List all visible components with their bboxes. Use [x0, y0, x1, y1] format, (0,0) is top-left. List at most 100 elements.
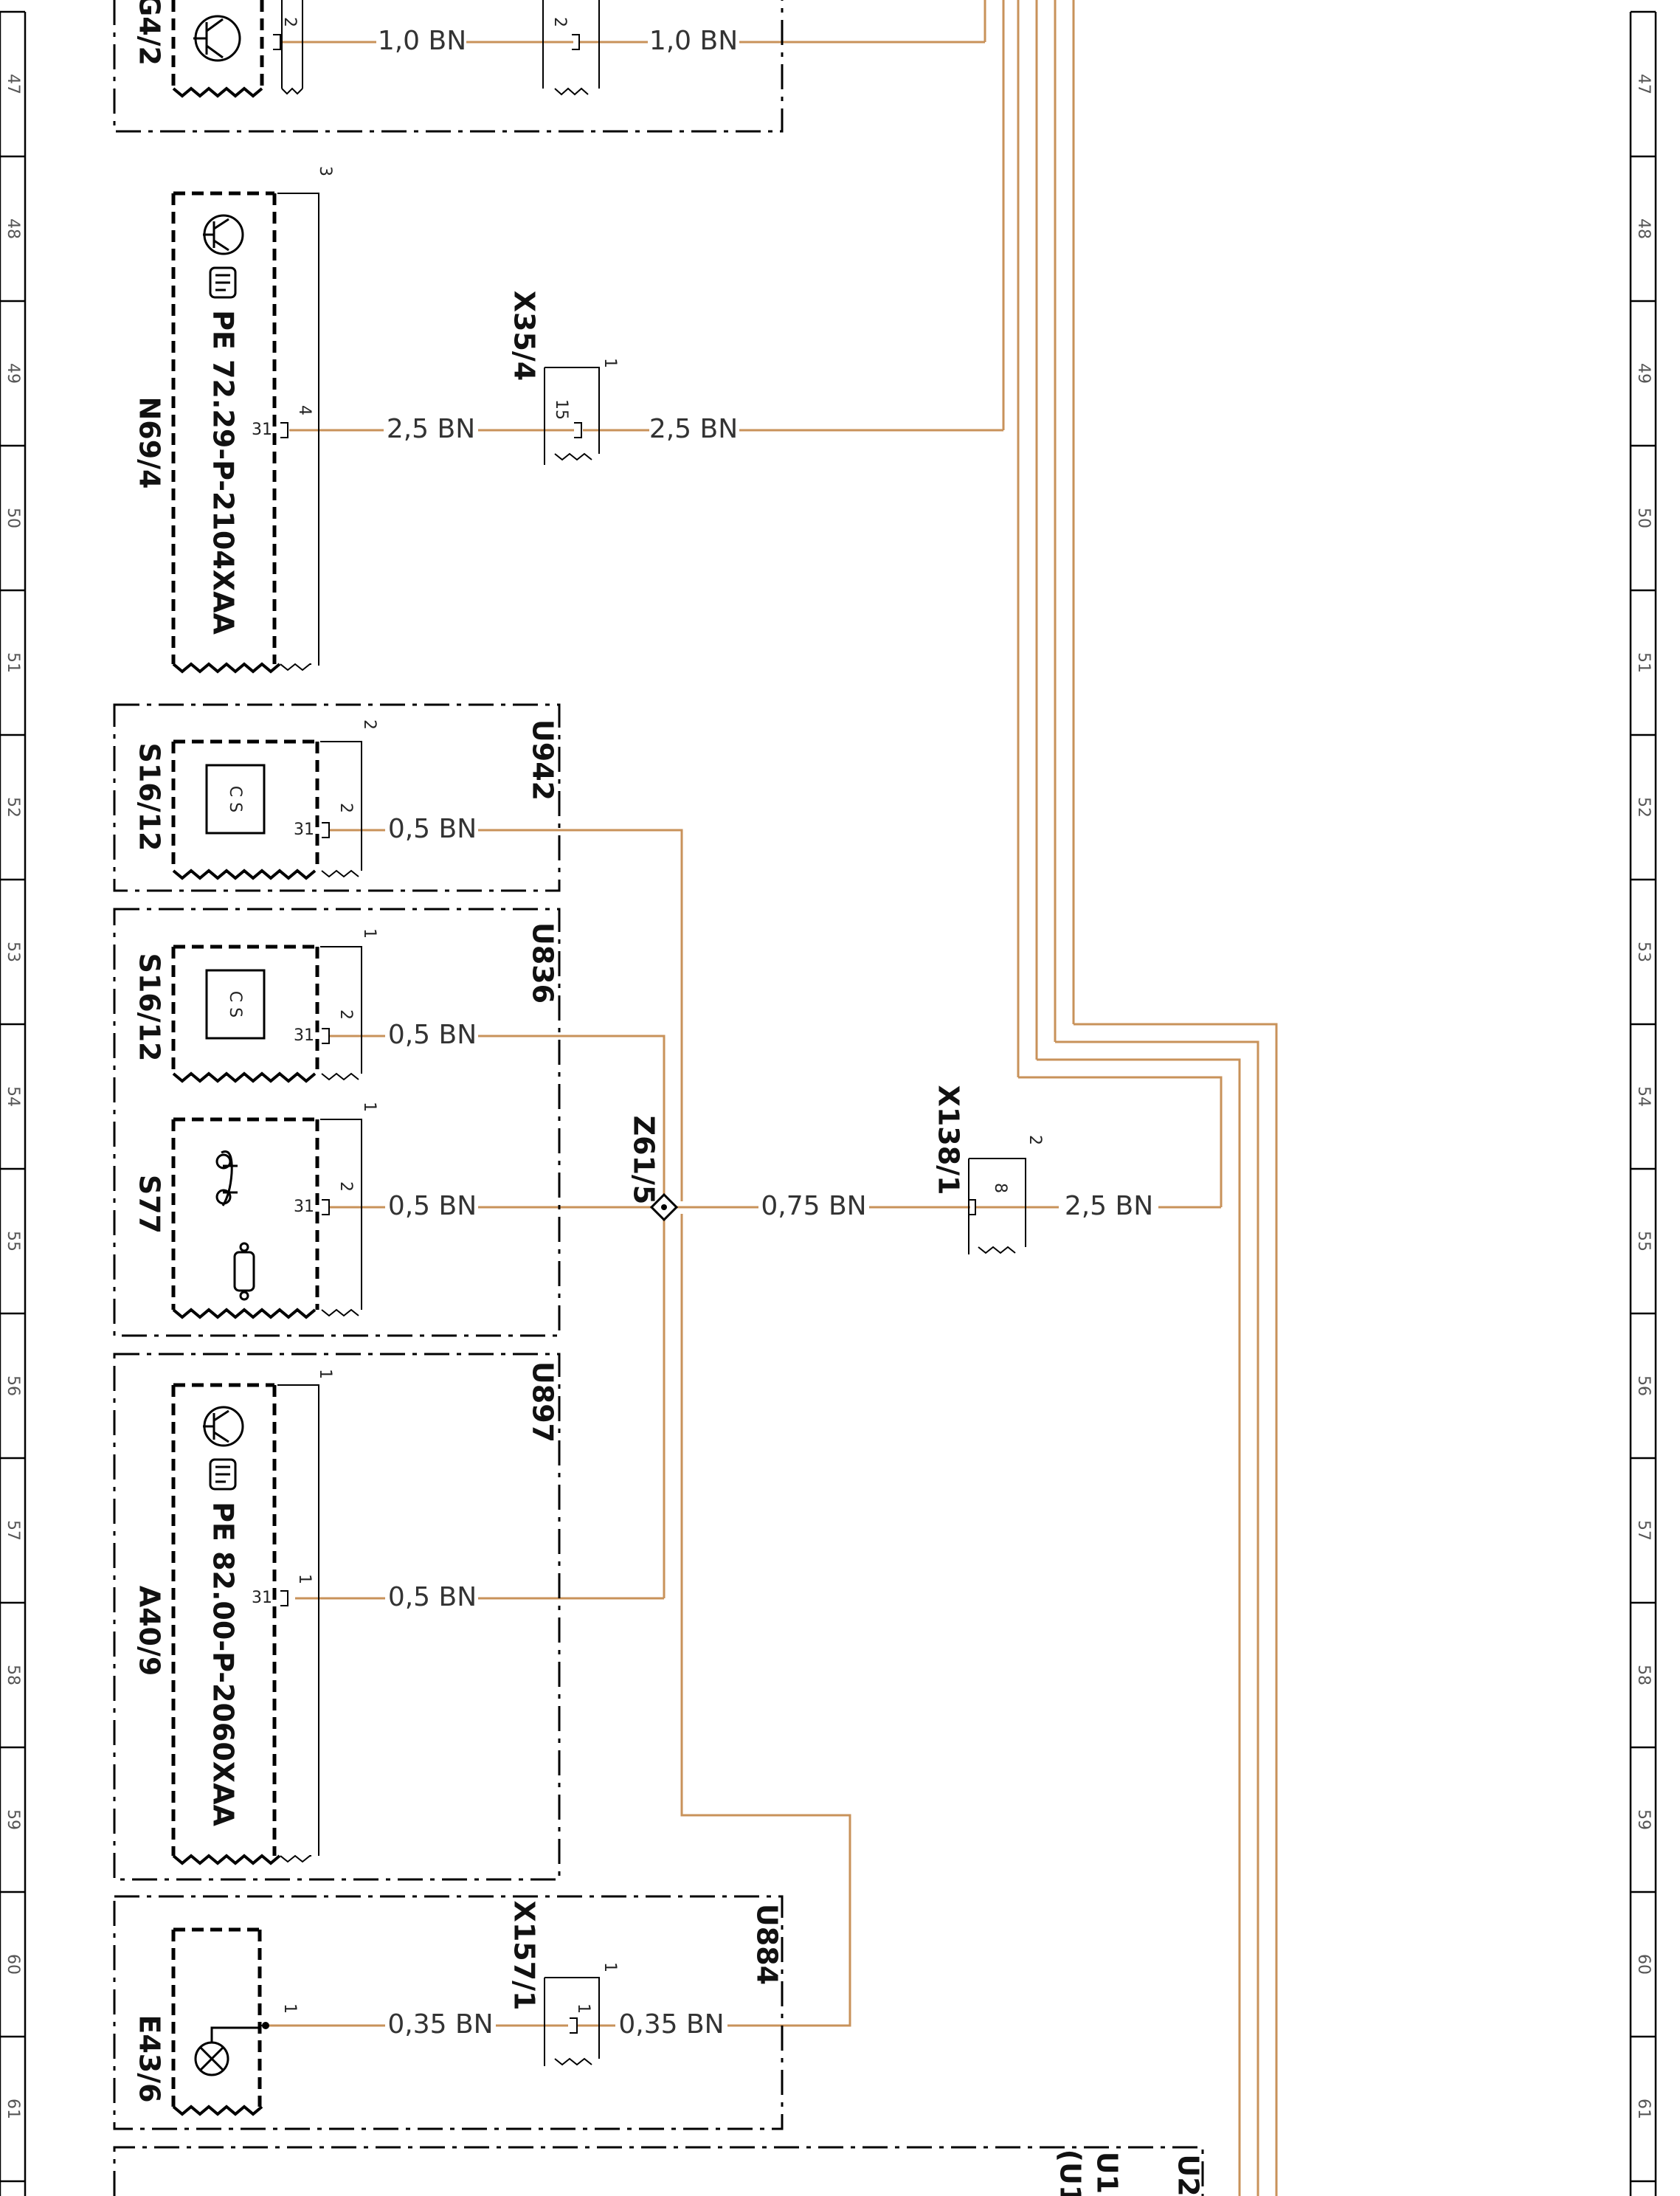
splice-z61-5 — [649, 1192, 679, 1222]
module-ref-u836: U836 — [527, 922, 559, 1004]
pin-number: 1 — [360, 928, 378, 939]
pin-number: 2 — [336, 1009, 355, 1020]
switch-symbol-box — [205, 969, 266, 1040]
car-icon — [215, 1150, 238, 1206]
pin-number: 1 — [280, 2003, 299, 2014]
grid-row-label: 50 — [4, 508, 22, 528]
component-ref-g4-2: G4/2 — [134, 0, 166, 66]
component-ref-s16-12: S16/12 — [134, 953, 166, 1061]
grid-row-label: 61 — [1634, 2099, 1653, 2119]
grid-row-label: 56 — [1634, 1375, 1653, 1396]
transistor-icon — [193, 15, 241, 62]
pin-number: 2 — [550, 17, 569, 27]
pin-number: 2 — [336, 1181, 355, 1192]
pin-number: 3 — [316, 166, 334, 176]
component-ref-s16-12: S16/12 — [134, 742, 166, 851]
component-ref-a40-9: A40/9 — [134, 1586, 166, 1677]
wire-label: 0,5 BN — [388, 1020, 477, 1050]
pin-number: 1 — [360, 1102, 378, 1112]
circuit-wires — [266, 41, 1221, 2027]
wire-label: 0,5 BN — [388, 1191, 477, 1221]
pin-number: 1 — [316, 1369, 334, 1379]
transistor-icon — [203, 1406, 244, 1447]
hand-pointer-icon — [209, 1458, 237, 1491]
grid-row-label: 47 — [1634, 74, 1653, 94]
pin-contacts — [273, 34, 976, 2034]
grid-row-label: 57 — [4, 1520, 22, 1541]
grid-row-label: 48 — [1634, 218, 1653, 239]
wire-label: 2,5 BN — [387, 414, 475, 444]
grid-row-label: 57 — [1634, 1520, 1653, 1541]
grid-row-label: 52 — [4, 797, 22, 818]
component-boxes — [171, 0, 319, 2107]
wire-bundle — [984, 0, 1278, 2196]
grid-row-label: 53 — [4, 942, 22, 962]
switch-label: C S — [226, 786, 244, 812]
pin-number: 1 — [601, 1962, 619, 1972]
connector-ref-x138-1: X138/1 — [933, 1085, 965, 1195]
hand-pointer-icon — [209, 266, 237, 299]
grid-row-label: 58 — [4, 1665, 22, 1685]
grid-row-label: 54 — [1634, 1086, 1653, 1107]
transistor-icon — [203, 214, 244, 255]
grid-ruler-left — [0, 12, 27, 2196]
pin-number: 8 — [991, 1183, 1009, 1193]
grid-row-label: 47 — [4, 74, 22, 94]
pin-number: 2 — [280, 17, 299, 27]
lamp-icon — [194, 2026, 260, 2076]
connector-wave-edges — [172, 86, 1016, 2116]
document-reference: PE 72.29-P-2104XAA — [207, 310, 240, 635]
grid-row-label: 48 — [4, 218, 22, 239]
wire-label: 2,5 BN — [649, 414, 738, 444]
grid-row-label: 56 — [4, 1375, 22, 1396]
grid-row-label: 49 — [1634, 363, 1653, 384]
pin-number: 31 — [252, 1589, 272, 1607]
pin-number: 31 — [294, 1198, 314, 1216]
grid-row-label: 52 — [1634, 797, 1653, 818]
pin-number: 1 — [601, 358, 619, 368]
pin-number: 31 — [252, 421, 272, 439]
connector-ref-x157-1: X157/1 — [508, 1901, 541, 2011]
pin-number: 31 — [294, 821, 314, 839]
wire-label: 0,35 BN — [618, 2009, 724, 2040]
grid-row-label: 55 — [4, 1231, 22, 1251]
grid-row-label: 51 — [4, 652, 22, 673]
grid-row-label: 53 — [1634, 942, 1653, 962]
module-ref-u1: U1: — [1091, 2152, 1124, 2196]
grid-row-label: 60 — [1634, 1954, 1653, 1975]
wire-label: 0,5 BN — [388, 1582, 477, 1612]
door-handle-icon — [233, 1242, 255, 1301]
pin-number: 2 — [1026, 1135, 1044, 1145]
grid-row-label: 58 — [1634, 1665, 1653, 1685]
switch-symbol-box — [205, 764, 266, 835]
wire-label: 0,5 BN — [388, 814, 477, 844]
pin-number: 15 — [552, 399, 570, 420]
component-ref-n69-4: N69/4 — [134, 396, 166, 488]
module-ref-u1: (U1 — [1054, 2150, 1087, 2196]
grid-row-label: 54 — [4, 1086, 22, 1107]
grid-row-label: 50 — [1634, 508, 1653, 528]
component-ref-s77: S77 — [134, 1175, 166, 1234]
module-boxes — [113, 0, 1204, 2196]
pin-number: 2 — [360, 719, 378, 730]
pin-number: 1 — [574, 2003, 592, 2014]
document-reference: PE 82.00-P-2060XAA — [207, 1502, 240, 1826]
module-ref-u2: U2 — [1172, 2154, 1205, 2196]
grid-row-label: 49 — [4, 363, 22, 384]
grid-ruler-right — [1629, 12, 1657, 2196]
module-ref-u897: U897 — [527, 1361, 559, 1443]
splice-ref-z61-5: Z61/5 — [628, 1116, 660, 1205]
module-ref-u942: U942 — [527, 719, 559, 801]
wire-label: 2,5 BN — [1065, 1191, 1153, 1221]
grid-row-label: 51 — [1634, 652, 1653, 673]
component-ref-e43-6: E43/6 — [134, 2014, 166, 2102]
pin-number: 4 — [295, 405, 314, 415]
grid-row-label: 55 — [1634, 1231, 1653, 1251]
grid-row-label: 61 — [4, 2099, 22, 2119]
wire-label: 0,35 BN — [387, 2009, 493, 2040]
connector-outlines — [260, 0, 1026, 2066]
connector-ref-x35-4: X35/4 — [508, 291, 541, 381]
